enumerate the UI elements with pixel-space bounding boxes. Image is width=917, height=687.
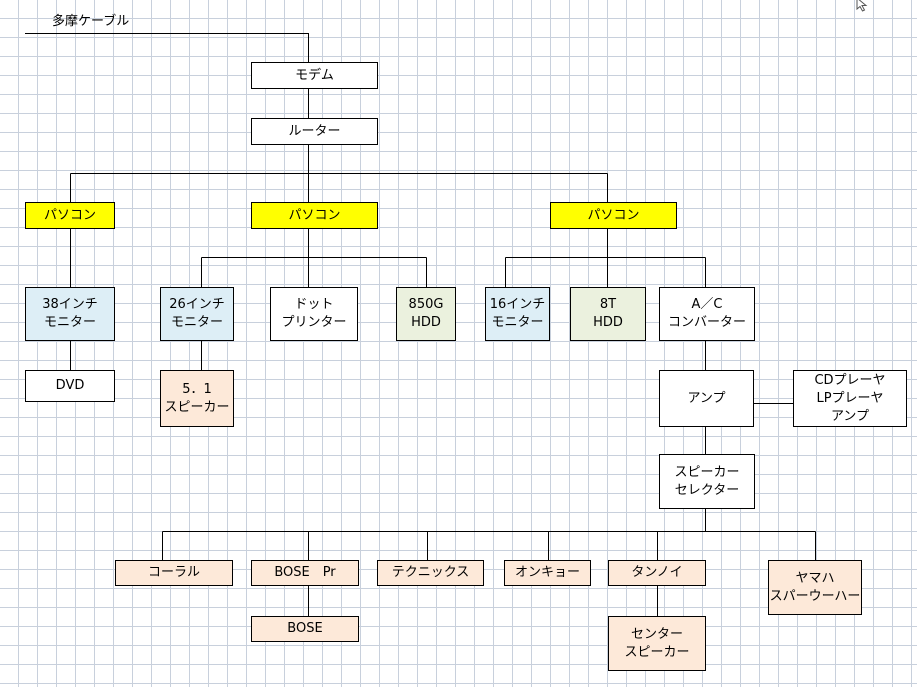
node-router: ルーター <box>251 118 378 145</box>
node-speaker-51: 5．1 スピーカー <box>160 370 234 427</box>
line-pc-center-branch <box>201 229 427 287</box>
node-pc-left: パソコン <box>25 202 115 229</box>
node-yamaha-subwoofer: ヤマハ スパーウーハー <box>768 560 862 615</box>
node-dot-printer: ドット プリンター <box>270 287 358 341</box>
node-onkyo: オンキョー <box>504 560 591 586</box>
node-monitor-26: 26インチ モニター <box>160 287 234 341</box>
node-monitor-38: 38インチ モニター <box>25 287 115 341</box>
node-speaker-selector: スピーカー セレクター <box>659 454 755 509</box>
node-pc-right: パソコン <box>550 202 677 229</box>
source-label: 多摩ケーブル <box>52 14 130 29</box>
line-router-to-pcs <box>70 145 608 202</box>
node-center-speaker: センター スピーカー <box>608 616 706 671</box>
node-bose: BOSE <box>251 616 359 642</box>
node-amp: アンプ <box>659 370 754 427</box>
node-tannoy: タンノイ <box>608 560 706 586</box>
node-dvd: DVD <box>25 370 115 402</box>
node-monitor-16: 16インチ モニター <box>485 287 550 341</box>
node-hdd-850g: 850G HDD <box>396 287 456 341</box>
line-pc-right-branch <box>505 229 706 287</box>
node-hdd-8t: 8T HDD <box>570 287 646 341</box>
mouse-pointer-icon <box>856 0 868 12</box>
node-bose-pr: BOSE Pr <box>251 560 359 586</box>
line-cable-to-modem <box>25 33 309 62</box>
node-pc-center: パソコン <box>251 202 378 229</box>
node-coral: コーラル <box>115 560 233 586</box>
node-ac-converter: A／C コンバーター <box>659 287 755 341</box>
node-modem: モデム <box>251 62 378 89</box>
node-technics: テクニックス <box>377 560 484 586</box>
line-selector-to-speakers <box>162 509 816 560</box>
node-cd-lp-amp: CDプレーヤ LPプレーヤ アンプ <box>793 370 907 427</box>
